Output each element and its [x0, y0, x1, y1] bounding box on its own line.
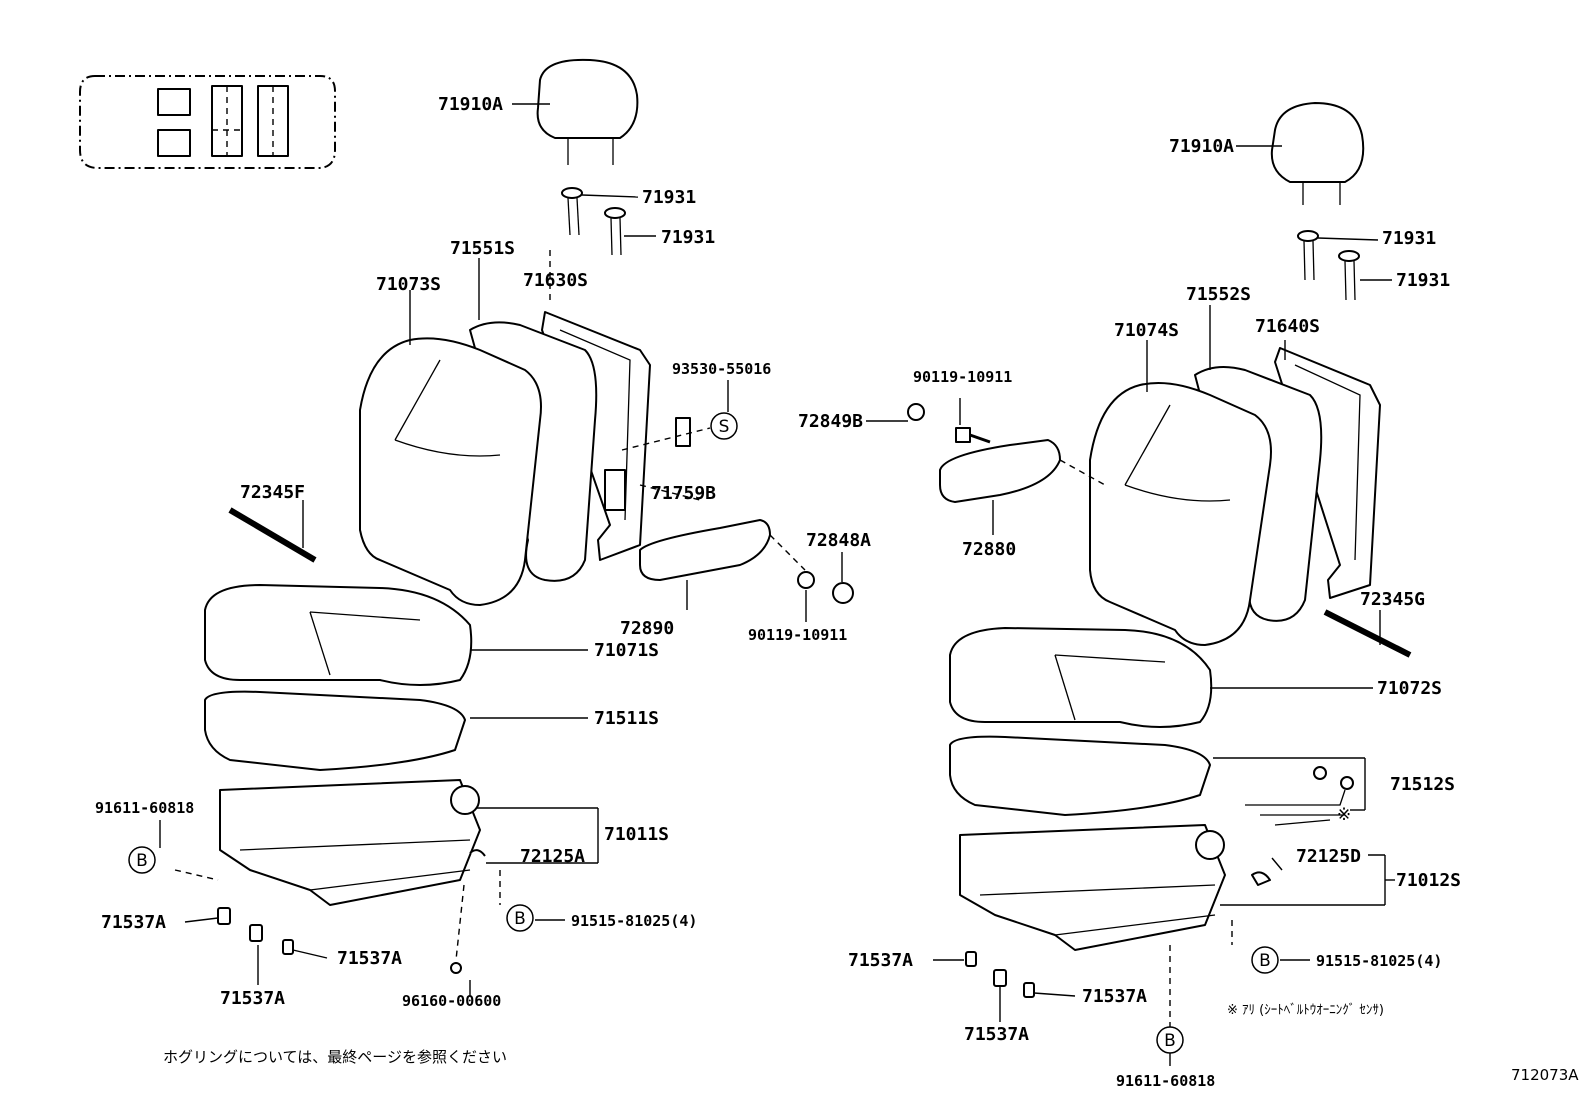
- label-71931-left-1: 71931: [642, 187, 696, 208]
- label-71552S: 71552S: [1186, 284, 1251, 305]
- seat-cushion-pad-right: [949, 735, 1211, 816]
- small-parts-left: [217, 849, 486, 974]
- headrest-left: [536, 58, 639, 165]
- label-71072S: 71072S: [1377, 678, 1442, 699]
- marker-s: S: [710, 412, 738, 440]
- label-93530-55016: 93530-55016: [672, 360, 771, 378]
- label-71071S: 71071S: [594, 640, 659, 661]
- seat-cushion-cover-left: [204, 584, 473, 686]
- seat-frame-track-right: [959, 824, 1226, 951]
- label-71074S: 71074S: [1114, 320, 1179, 341]
- label-71931-right-1: 71931: [1382, 228, 1436, 249]
- label-71640S: 71640S: [1255, 316, 1320, 337]
- small-parts-right: [965, 871, 1271, 998]
- label-71759B: 71759B: [651, 483, 716, 504]
- seat-cushion-cover-right: [949, 627, 1213, 728]
- svg-text:B: B: [514, 909, 526, 929]
- label-71537A-5: 71537A: [964, 1024, 1029, 1045]
- label-91611-60818-left: 91611-60818: [95, 799, 194, 817]
- seatback-cover-left: [359, 337, 542, 606]
- seatback-cover-right: [1089, 382, 1272, 646]
- armrest-left: [639, 519, 854, 604]
- marker-b-right-1: B: [1251, 946, 1279, 974]
- label-71012S: 71012S: [1396, 870, 1461, 891]
- label-71910A-left: 71910A: [438, 94, 503, 115]
- bracket-left: [675, 417, 691, 447]
- hog-ring-note: ホグリングについては、最終ページを参照ください: [163, 1048, 507, 1066]
- label-72125A: 72125A: [520, 846, 585, 867]
- headrest-right: [1270, 102, 1365, 205]
- marker-b-right-2: B: [1156, 1026, 1184, 1054]
- label-72345G: 72345G: [1360, 589, 1425, 610]
- label-71511S: 71511S: [594, 708, 659, 729]
- label-72849B: 72849B: [798, 411, 863, 432]
- label-71073S: 71073S: [376, 274, 441, 295]
- label-71011S: 71011S: [604, 824, 669, 845]
- label-72125D: 72125D: [1296, 846, 1361, 867]
- part-labels: 71910A 71931 71931 71551S 71630S 71073S …: [95, 94, 1461, 1090]
- label-90119-10911-mid: 90119-10911: [913, 368, 1012, 386]
- label-71910A-right: 71910A: [1169, 136, 1234, 157]
- leader-lines: [159, 103, 1395, 1066]
- label-96160-00600: 96160-00600: [402, 992, 501, 1010]
- seat-frame-track-left: [219, 779, 481, 906]
- label-71630S: 71630S: [523, 270, 588, 291]
- svg-text:B: B: [1259, 951, 1271, 971]
- label-71931-left-2: 71931: [661, 227, 715, 248]
- rod-left: [228, 507, 317, 563]
- label-71537A-6: 71537A: [1082, 986, 1147, 1007]
- label-71537A-1: 71537A: [101, 912, 166, 933]
- headrest-support-right: [1297, 230, 1360, 301]
- label-91515-81025-right: 91515-81025(4): [1316, 952, 1442, 970]
- label-71512S: 71512S: [1390, 774, 1455, 795]
- label-72890: 72890: [620, 618, 674, 639]
- label-71537A-2: 71537A: [220, 988, 285, 1009]
- marker-b-left-2: B: [506, 904, 534, 932]
- label-72880: 72880: [962, 539, 1016, 560]
- label-71537A-4: 71537A: [848, 950, 913, 971]
- rod-right: [1323, 609, 1412, 658]
- vehicle-location-key: [79, 75, 336, 169]
- label-91515-81025-left: 91515-81025(4): [571, 912, 697, 930]
- marker-asterisk: ※: [1337, 805, 1351, 825]
- figure-number: 712073A: [1511, 1066, 1579, 1084]
- seatbelt-sensor-harness: [1245, 766, 1354, 826]
- seat-cushion-pad-left: [204, 690, 466, 771]
- label-71931-right-2: 71931: [1396, 270, 1450, 291]
- label-72345F: 72345F: [240, 482, 305, 503]
- svg-text:S: S: [719, 417, 730, 437]
- label-71551S: 71551S: [450, 238, 515, 259]
- label-72848A: 72848A: [806, 530, 871, 551]
- label-71537A-3: 71537A: [337, 948, 402, 969]
- headrest-support-left: [561, 187, 626, 256]
- label-90119-10911-left: 90119-10911: [748, 626, 847, 644]
- seatbelt-sensor-note: ※ ｱﾘ (ｼｰﾄﾍﾞﾙﾄｳｵｰﾆﾝｸﾞ ｾﾝｻ): [1227, 1003, 1384, 1018]
- svg-text:B: B: [136, 851, 148, 871]
- svg-text:B: B: [1164, 1031, 1176, 1051]
- armrest-right: [907, 403, 1061, 503]
- marker-b-left-1: B: [128, 846, 156, 874]
- label-91611-60818-right: 91611-60818: [1116, 1072, 1215, 1090]
